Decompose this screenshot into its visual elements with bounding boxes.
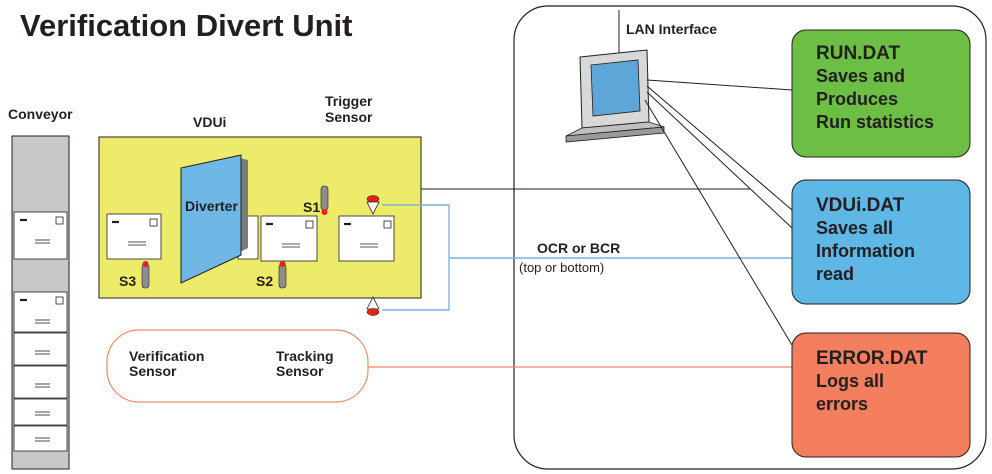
run-dat-text: RUN.DAT Saves and Produces Run statistic…	[816, 42, 934, 134]
envelope-s2	[260, 215, 318, 262]
vdui-dat-text: VDUi.DAT Saves all Information read	[816, 194, 915, 286]
vdui-label: VDUi	[193, 114, 227, 130]
tracking-sensor-label: Tracking Sensor	[276, 348, 334, 379]
error-dat-text: ERROR.DAT Logs all errors	[816, 347, 928, 416]
computer-icon	[565, 49, 665, 143]
s3-label: S3	[119, 273, 137, 289]
conveyor-envelope	[13, 332, 68, 366]
file-box-error	[791, 332, 971, 458]
sensor-s3	[141, 261, 150, 289]
conveyor-envelope	[13, 211, 68, 260]
page-title: Verification Divert Unit	[20, 8, 353, 43]
ocr-label: OCR or BCR	[537, 240, 621, 256]
error-dat-title: ERROR.DAT	[816, 348, 928, 369]
file-box-vdui	[791, 179, 971, 305]
ocr-sublabel: (top or bottom)	[519, 260, 605, 275]
ocr-reader-bottom	[366, 296, 380, 316]
s1-label: S1	[303, 199, 321, 215]
conveyor-envelope	[13, 291, 68, 333]
diverter-label: Diverter	[185, 198, 238, 214]
lan-interface-label: LAN Interface	[626, 21, 718, 37]
file-links	[644, 79, 793, 346]
conveyor-envelope	[13, 365, 68, 399]
verification-sensor-label: Verification Sensor	[129, 348, 205, 379]
vdui-dat-title: VDUi.DAT	[816, 195, 905, 216]
sensor-s1	[320, 185, 329, 215]
vdui-dat-description: Saves all Information read	[816, 218, 915, 284]
conveyor-envelope	[13, 425, 68, 452]
s2-label: S2	[256, 273, 274, 289]
envelope-s1	[338, 215, 395, 262]
ocr-reader-top	[366, 195, 380, 215]
conveyor-envelope-marks	[20, 216, 64, 442]
conveyor-envelopes	[13, 211, 68, 452]
diverter-shadow	[240, 158, 248, 252]
sensor-pill	[106, 329, 369, 403]
diverter	[180, 154, 242, 284]
unit-envelope-marks	[112, 218, 392, 248]
run-dat-description: Saves and Produces Run statistics	[816, 66, 935, 132]
envelope-s3	[106, 213, 162, 260]
sensor-s2	[278, 261, 287, 289]
run-dat-title: RUN.DAT	[816, 43, 901, 64]
file-box-run	[791, 29, 971, 158]
trigger-sensor-label: Trigger Sensor	[325, 93, 373, 125]
conveyor-label: Conveyor	[8, 106, 73, 122]
error-dat-description: Logs all errors	[816, 371, 885, 414]
